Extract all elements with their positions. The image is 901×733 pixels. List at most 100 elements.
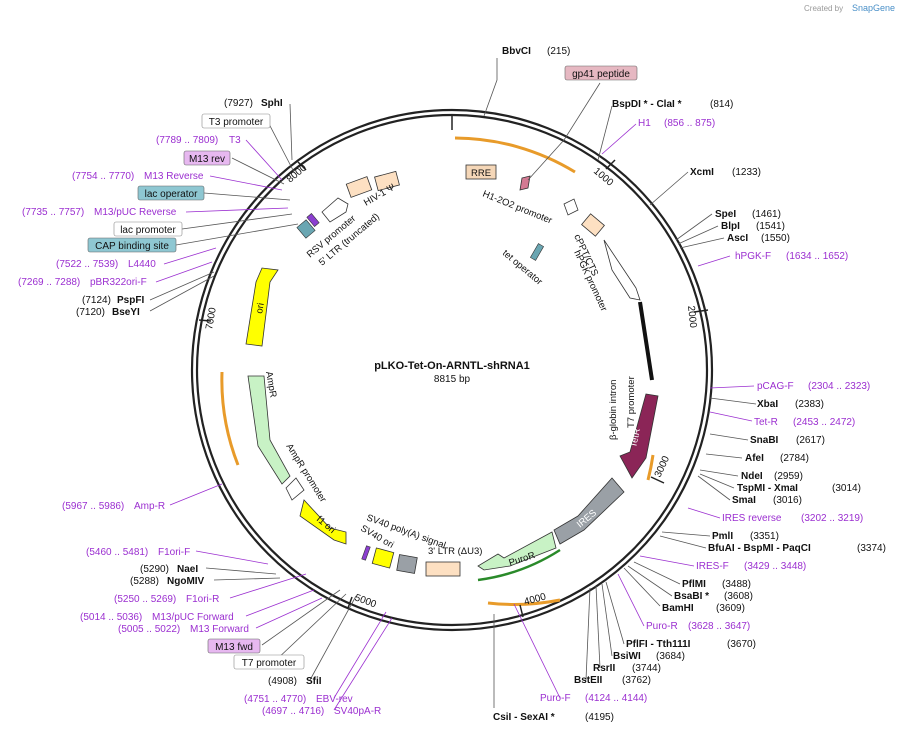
h1-arrow (563, 198, 579, 216)
f1orif-label: F1ori-F (158, 547, 190, 558)
csii-pos: (4195) (585, 712, 614, 723)
f1orir-pos: (5250 .. 5269) (114, 594, 176, 605)
ampr-primer-label: Amp-R (134, 501, 165, 512)
sv40pa-primer-label: SV40pA-R (334, 706, 381, 717)
rre-label: RRE (471, 168, 491, 179)
t3-label: T3 (229, 135, 241, 146)
blpi-pos: (1541) (756, 221, 785, 232)
iresf-label: IRES-F (696, 561, 729, 572)
sphi-label: SphI (261, 98, 283, 109)
naei-label: NaeI (177, 564, 198, 575)
orange-arc-top (454, 136, 576, 174)
ampr-promoter-shape (285, 477, 305, 501)
tick-2000: 2000 (685, 305, 698, 329)
h1-label: H1 (638, 118, 651, 129)
purof-pos: (4124 .. 4144) (585, 693, 647, 704)
bamhi-label: BamHI (662, 603, 694, 614)
asci-pos: (1550) (761, 233, 790, 244)
tick-5000: 5000 (353, 592, 378, 610)
f1orir-label: F1ori-R (186, 594, 219, 605)
bsabi-label: BsaBI * (674, 591, 709, 602)
pbr-label: pBR322ori-F (90, 277, 147, 288)
plasmid-size: 8815 bp (434, 374, 471, 385)
ndei-pos: (2959) (774, 471, 803, 482)
cap-box (87, 237, 177, 253)
csii-label: CsiI - SexAI * (493, 712, 555, 723)
sv40pa-box (396, 554, 418, 574)
pflmi-pos: (3488) (722, 579, 751, 590)
m13fwd-mark (361, 545, 371, 561)
h1-promoter-shape (519, 175, 531, 191)
tick-7000: 7000 (204, 306, 219, 330)
xcmi-pos: (1233) (732, 167, 761, 178)
m13puc-label: M13/pUC Reverse (94, 207, 177, 218)
bsteii-label: BstEII (574, 675, 603, 686)
beta-globin-label: β-globin intron (608, 380, 619, 440)
bsiwi-pos: (3684) (656, 651, 685, 662)
bfuai-pos: (3374) (857, 543, 886, 554)
ndei-label: NdeI (741, 471, 763, 482)
bseyi-label: BseYI (112, 307, 140, 318)
tetr-primer-pos: (2453 .. 2472) (793, 417, 855, 428)
lac-promoter-label: lac promoter (120, 225, 176, 236)
lac-operator-box (137, 185, 205, 201)
orange-arc-left (220, 371, 240, 466)
hpgkf-pos: (1634 .. 1652) (786, 251, 848, 262)
ampr-label: AmpR (263, 371, 278, 399)
ngomiv-label: NgoMIV (167, 576, 205, 587)
snabi-pos: (2617) (796, 435, 825, 446)
asci-label: AscI (727, 233, 748, 244)
m13fwd-box (207, 638, 261, 654)
orange-arc-right (646, 454, 655, 481)
l4440-pos: (7522 .. 7539) (56, 259, 118, 270)
ampr-pos: (5967 .. 5986) (62, 501, 124, 512)
pmli-label: PmlI (712, 531, 733, 542)
gp41-label: gp41 peptide (572, 69, 630, 80)
bsabi-pos: (3608) (724, 591, 753, 602)
pcagf-pos: (2304 .. 2323) (808, 381, 870, 392)
gp41-box (564, 65, 638, 81)
lac-operator-label: lac operator (145, 189, 198, 200)
m13rev-mark (306, 213, 320, 227)
tspmi-label: TspMI - XmaI (737, 483, 798, 494)
bspdi-label: BspDI * - ClaI * (612, 99, 682, 110)
xcmi-label: XcmI (690, 167, 714, 178)
rsrii-pos: (3744) (632, 663, 661, 674)
m13f-label: M13 Forward (190, 624, 249, 635)
h1-promoter-label: H1-2O2 promoter (481, 189, 554, 227)
t3-pos: (7789 .. 7809) (156, 135, 218, 146)
spei-pos: (1461) (752, 209, 781, 220)
tick-4000: 4000 (523, 591, 548, 607)
pflfi-label: PflFI - Tth111I (626, 639, 691, 650)
m13f-pos: (5005 .. 5022) (118, 624, 180, 635)
purorp-pos: (3628 .. 3647) (688, 621, 750, 632)
smai-pos: (3016) (773, 495, 802, 506)
purof-label: Puro-F (540, 693, 571, 704)
m13rev-box (183, 150, 231, 166)
beta-globin-shape (638, 301, 654, 381)
lac-promoter-box (113, 221, 183, 237)
ires-shape (553, 477, 625, 545)
t3-promoter-box (201, 113, 271, 129)
tick-1000: 1000 (591, 166, 615, 189)
tick-marks (198, 115, 709, 618)
tetr-shape (619, 393, 659, 479)
snabi-label: SnaBI (750, 435, 779, 446)
tspmi-pos: (3014) (832, 483, 861, 494)
t7-promoter-box (233, 654, 305, 670)
hiv-psi-box (374, 170, 400, 192)
bamhi-pos: (3609) (716, 603, 745, 614)
orange-arcs (220, 136, 655, 606)
ebv-pos: (4751 .. 4770) (244, 694, 306, 705)
m13puc-pos: (7735 .. 7757) (22, 207, 84, 218)
pflfi-pos: (3670) (727, 639, 756, 650)
ampr-shape (247, 375, 291, 485)
bseyi-pos: (7120) (76, 307, 105, 318)
pbr-pos: (7269 .. 7288) (18, 277, 80, 288)
hpgkf-label: hPGK-F (735, 251, 771, 262)
naei-pos: (5290) (140, 564, 169, 575)
bsiwi-label: BsiWI (613, 651, 641, 662)
ebv-label: EBV-rev (316, 694, 353, 705)
afei-label: AfeI (745, 453, 764, 464)
